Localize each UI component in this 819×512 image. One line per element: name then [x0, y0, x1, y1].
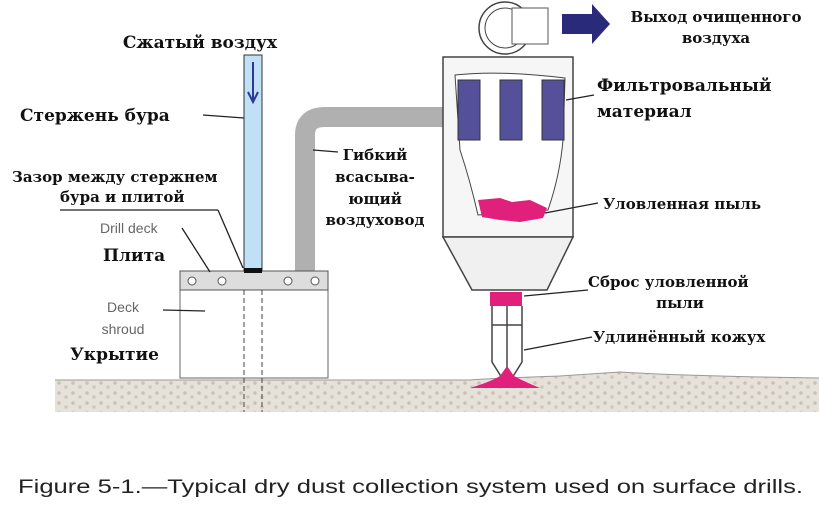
extended-shroud [491, 306, 523, 379]
dust-discharge [490, 292, 522, 306]
air-down-arrow-icon [247, 62, 259, 105]
filter-bag [457, 79, 481, 141]
label-drill-deck-en: Drill deck [100, 220, 159, 236]
label-hose-line1: Гибкий [343, 146, 408, 164]
filter-bag [541, 79, 565, 141]
dust-collector [441, 1, 575, 291]
label-discharge-line1: Сброс уловленной [588, 273, 749, 291]
drill-deck [179, 270, 329, 291]
flexible-suction-hose [295, 107, 445, 272]
label-drill-deck-ru: Плита [103, 246, 165, 266]
label-extended-shroud: Удлинённый кожух [593, 328, 766, 346]
label-gap-line1: Зазор между стержнем [12, 168, 218, 186]
figure-caption: Figure 5-1.—Typical dry dust collection … [18, 476, 803, 498]
label-hose-line4: воздуховод [326, 211, 425, 229]
label-hose-line3: ющий [348, 190, 402, 208]
label-captured-dust: Уловленная пыль [603, 195, 761, 213]
label-deck-shroud-en2: shroud [102, 321, 145, 337]
filter-bag [499, 79, 523, 141]
label-deck-shroud-ru: Укрытие [70, 345, 159, 365]
label-clean-air-line1: Выход очищенного [631, 8, 802, 26]
label-deck-shroud-en1: Deck [107, 299, 140, 315]
label-filter-line2: материал [597, 102, 692, 122]
deck-shroud [179, 289, 329, 379]
discharged-dust-pile [470, 366, 540, 388]
clean-air-arrow-icon [562, 4, 610, 44]
label-drill-rod: Стержень бура [20, 106, 170, 126]
label-filter-line1: Фильтровальный [597, 76, 772, 96]
label-clean-air-line2: воздуха [682, 29, 751, 47]
label-compressed-air: Сжатый воздух [123, 33, 278, 53]
ground [55, 372, 819, 412]
label-hose-line2: всасыва- [335, 168, 415, 186]
label-gap-line2: бура и плитой [60, 188, 185, 206]
label-discharge-line2: пыли [656, 294, 704, 312]
captured-dust [478, 198, 547, 222]
